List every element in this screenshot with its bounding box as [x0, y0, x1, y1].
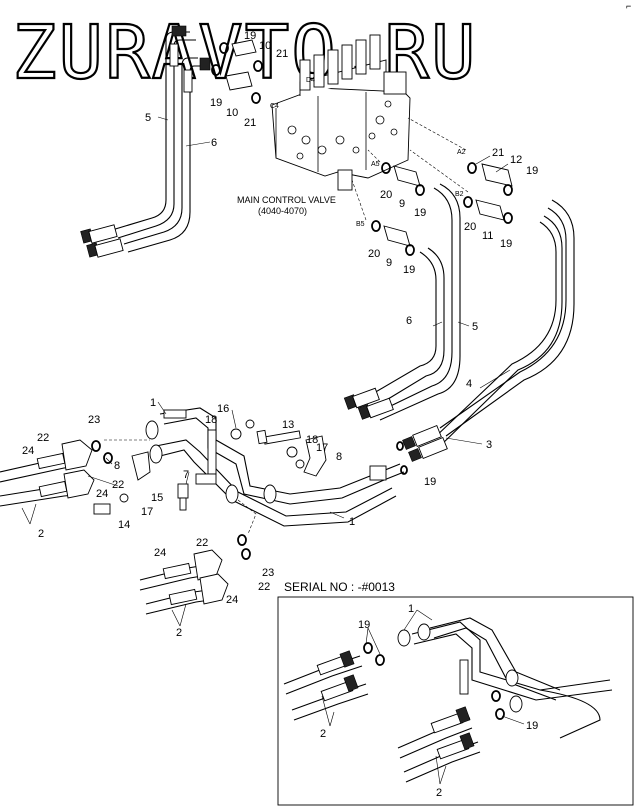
callout-19: 19	[358, 619, 370, 631]
callout-1: 1	[349, 516, 355, 528]
port-label-a2: A2	[457, 149, 466, 156]
port-label-b5: B5	[356, 221, 365, 228]
callout-22: 22	[112, 479, 124, 491]
callout-13: 13	[282, 419, 294, 431]
hose-4	[439, 199, 575, 437]
clamp-8-right	[131, 435, 327, 481]
callout-19: 19	[526, 165, 538, 177]
fittings-top-left	[199, 39, 263, 104]
port-label-b2: B2	[455, 191, 464, 198]
callout-22: 22	[258, 581, 270, 593]
hose-3	[431, 215, 563, 449]
hose-2-left	[0, 439, 113, 507]
callout-21: 21	[244, 117, 256, 129]
callout-20: 20	[368, 248, 380, 260]
callout-4: 4	[466, 378, 472, 390]
corner-mark: ⌐	[626, 1, 631, 11]
callout-21: 21	[276, 48, 288, 60]
valve-title: MAIN CONTROL VALVE	[237, 195, 336, 205]
valve-range: (4040-4070)	[258, 206, 307, 216]
callout-19: 19	[403, 264, 415, 276]
callout-18: 18	[205, 414, 217, 426]
callout-2: 2	[176, 627, 182, 639]
callout-leaders	[21, 116, 525, 785]
callout-12: 12	[510, 154, 522, 166]
callout-19: 19	[210, 97, 222, 109]
callout-9: 9	[399, 198, 405, 210]
callout-17: 17	[141, 506, 153, 518]
pipe-assembly-1	[145, 407, 405, 527]
callout-19: 19	[244, 30, 256, 42]
hose-2-lower	[139, 534, 251, 615]
callout-8: 8	[336, 451, 342, 463]
callout-24: 24	[154, 547, 166, 559]
callout-23: 23	[88, 414, 100, 426]
callout-11: 11	[482, 230, 493, 242]
callout-17: 17	[316, 442, 328, 454]
callout-5: 5	[472, 321, 478, 333]
callout-6: 6	[211, 137, 217, 149]
callout-2: 2	[38, 528, 44, 540]
callout-14: 14	[118, 519, 130, 531]
serial-inset-frame	[277, 596, 634, 806]
hose-ends-right-lower	[343, 387, 394, 420]
callout-16: 16	[217, 403, 229, 415]
bolt-15	[93, 483, 189, 515]
callout-19: 19	[424, 476, 436, 488]
hose-6-left	[123, 57, 204, 253]
port-label-d4: D4	[306, 77, 315, 84]
callout-20: 20	[464, 221, 476, 233]
callout-1: 1	[408, 603, 414, 615]
callout-1: 1	[150, 397, 156, 409]
callout-10: 10	[226, 107, 238, 119]
callout-19: 19	[526, 720, 538, 732]
callout-8: 8	[114, 460, 120, 472]
callout-9: 9	[386, 257, 392, 269]
callout-23: 23	[262, 567, 274, 579]
fittings-a5-b5	[371, 162, 425, 256]
bolt-13	[230, 419, 305, 469]
callout-24: 24	[96, 488, 108, 500]
callout-21: 21	[492, 147, 504, 159]
callout-24: 24	[22, 445, 34, 457]
port-label-c4: C4	[270, 103, 279, 110]
inset-hoses-2	[283, 642, 505, 783]
callout-22: 22	[196, 537, 208, 549]
callout-6: 6	[406, 315, 412, 327]
callout-22: 22	[37, 432, 49, 444]
callout-5: 5	[145, 112, 151, 124]
main-control-valve	[271, 34, 411, 191]
hose-6-right	[361, 247, 445, 411]
callout-3: 3	[486, 439, 492, 451]
callout-2: 2	[320, 728, 326, 740]
fittings-a2-b2	[463, 162, 513, 224]
inset-pipe-assembly	[397, 617, 613, 739]
callout-20: 20	[380, 189, 392, 201]
callout-15: 15	[151, 492, 163, 504]
callout-numbers: 19 10 21 19 10 21 5 6 21 12 19 20 9 19 2…	[22, 30, 538, 799]
callout-19: 19	[414, 207, 426, 219]
port-label-a5: A5	[371, 161, 380, 168]
hose-5-right	[373, 183, 461, 421]
callout-7: 7	[183, 469, 189, 481]
hose-ends-3-4	[396, 424, 448, 475]
serial-label: SERIAL NO : -#0013	[284, 580, 395, 594]
callout-24: 24	[226, 594, 238, 606]
callout-10: 10	[259, 40, 271, 52]
callout-18: 18	[306, 434, 318, 446]
hose-ends-left	[80, 224, 124, 258]
callout-2: 2	[436, 787, 442, 799]
callout-19: 19	[500, 238, 512, 250]
